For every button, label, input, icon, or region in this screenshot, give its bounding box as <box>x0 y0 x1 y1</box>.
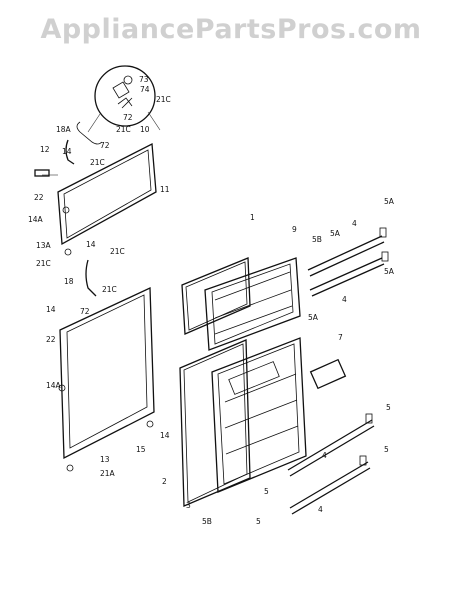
label-22-a: 22 <box>34 193 44 202</box>
label-14-d: 14 <box>160 431 170 440</box>
label-5a-a: 5A <box>330 229 341 238</box>
label-72-b: 72 <box>100 141 110 150</box>
label-5b-b: 5B <box>202 517 212 526</box>
label-73: 73 <box>139 75 149 84</box>
freezer-door-liner <box>204 257 301 351</box>
label-5-a: 5 <box>386 403 391 412</box>
label-72-a: 72 <box>123 113 133 122</box>
label-21c-c: 21C <box>90 158 105 167</box>
door-rails <box>287 227 389 515</box>
label-13: 13 <box>100 455 110 464</box>
label-18: 18 <box>64 277 74 286</box>
label-14a-b: 14A <box>46 381 62 390</box>
label-3: 3 <box>186 501 191 510</box>
label-14a-a: 14A <box>28 215 44 224</box>
label-4-c: 4 <box>322 451 327 460</box>
label-5a-d: 5A <box>308 313 319 322</box>
label-14-a: 14 <box>62 147 72 156</box>
label-13a: 13A <box>36 241 52 250</box>
label-18a: 18A <box>56 125 72 134</box>
label-10: 10 <box>140 125 150 134</box>
label-14-b: 14 <box>86 240 96 249</box>
fresh-food-door-liner <box>211 337 307 493</box>
label-21c-a: 21C <box>156 95 171 104</box>
freezer-door-frame <box>34 121 157 246</box>
label-5-d: 5 <box>256 517 261 526</box>
label-21c-f: 21C <box>102 285 117 294</box>
label-5-c: 5 <box>264 487 269 496</box>
label-22-b: 22 <box>46 335 56 344</box>
label-5-b: 5 <box>384 445 389 454</box>
label-21c-e: 21C <box>36 259 51 268</box>
freezer-handles <box>62 139 97 297</box>
label-21c-b: 21C <box>116 125 131 134</box>
label-4-b: 4 <box>342 295 347 304</box>
hinge-detail-circle <box>87 65 161 133</box>
label-4-a: 4 <box>352 219 357 228</box>
label-15: 15 <box>136 445 146 454</box>
label-7: 7 <box>338 333 343 342</box>
label-14-c: 14 <box>46 305 56 314</box>
label-5a-b: 5A <box>384 197 395 206</box>
label-11: 11 <box>160 185 170 194</box>
label-21a: 21A <box>100 469 116 478</box>
label-1: 1 <box>250 213 255 222</box>
label-21c-d: 21C <box>110 247 125 256</box>
label-5a-c: 5A <box>384 267 395 276</box>
fresh-food-door-frame <box>58 286 155 472</box>
label-12: 12 <box>40 145 50 154</box>
label-72-c: 72 <box>80 307 90 316</box>
gaskets <box>179 257 251 507</box>
label-5b-a: 5B <box>312 235 322 244</box>
label-4-d: 4 <box>318 505 323 514</box>
label-2: 2 <box>162 477 167 486</box>
part-labels: 73 74 72 21C 18A 21C 10 72 12 14 21C 11 … <box>28 75 395 526</box>
label-9: 9 <box>292 225 297 234</box>
label-74: 74 <box>140 85 150 94</box>
